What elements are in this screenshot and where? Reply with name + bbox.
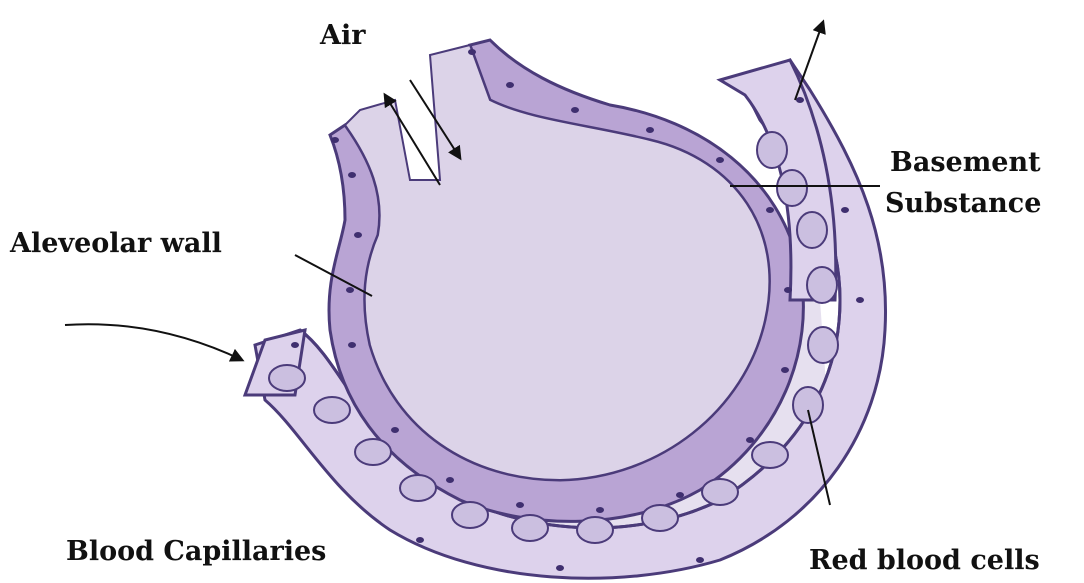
red-blood-cells-label: Red blood cells: [809, 545, 1040, 576]
basement-substance-label-line2: Substance: [885, 188, 1041, 219]
basement-substance-label-line1: Basement: [890, 147, 1041, 178]
alveolar-wall-label: Aleveolar wall: [10, 228, 222, 259]
blood-capillaries-label: Blood Capillaries: [66, 536, 326, 567]
blood-in-arrow: [65, 324, 242, 360]
air-label: Air: [320, 20, 365, 51]
